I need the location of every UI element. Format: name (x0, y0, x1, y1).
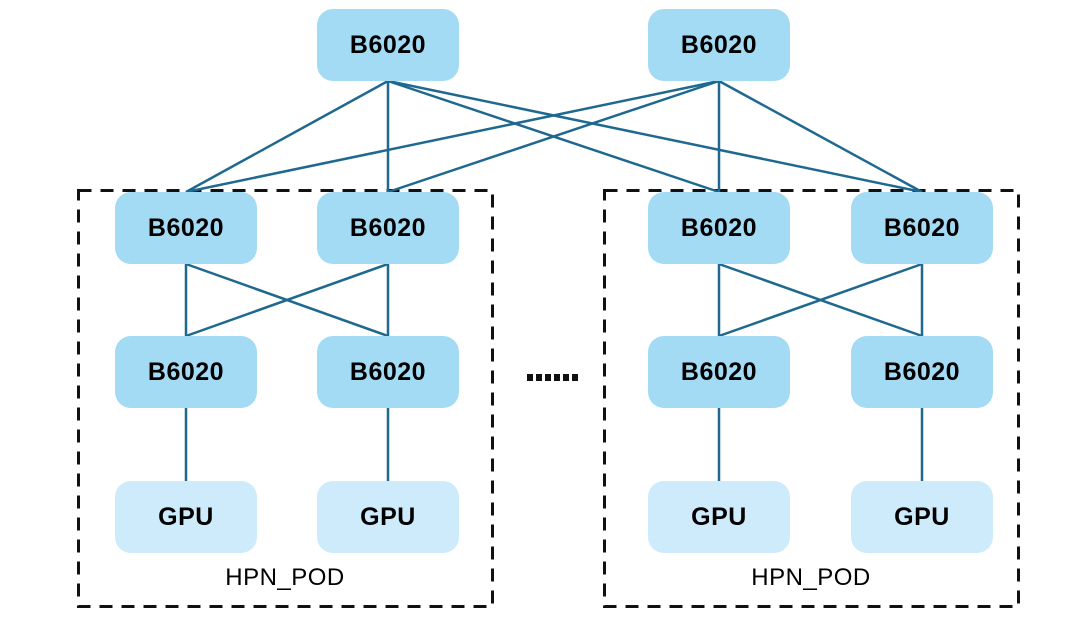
pod1-gpu-1-label: GPU (158, 502, 214, 531)
pod2-leaf-2-label: B6020 (883, 357, 961, 386)
pod1-leaf-2: B6020 (317, 336, 459, 408)
pod2-leaf-1-label: B6020 (680, 357, 758, 386)
core-switch-1: B6020 (317, 9, 459, 81)
link-core1-pod1-sw1 (185, 79, 389, 194)
pod2-leaf-1: B6020 (648, 336, 790, 408)
core-switch-2: B6020 (648, 9, 790, 81)
link-core2-pod1-sw1 (185, 79, 720, 194)
pod2-leaf-2: B6020 (851, 336, 993, 408)
pod2-switch-1-label: B6020 (680, 213, 758, 242)
pod1-gpu-2: GPU (317, 481, 459, 553)
core-switch-2-label: B6020 (680, 30, 758, 59)
pod1-leaf-1: B6020 (115, 336, 257, 408)
link-core2-pod1-sw2 (387, 79, 720, 194)
pod1-switch-1: B6020 (115, 192, 257, 264)
pod1-leaf-1-label: B6020 (147, 357, 225, 386)
pod1-switch-1-label: B6020 (147, 213, 225, 242)
pod2-gpu-2: GPU (851, 481, 993, 553)
pod2-gpu-1-label: GPU (691, 502, 747, 531)
pod2-switch-2: B6020 (851, 192, 993, 264)
pod1-switch-2: B6020 (317, 192, 459, 264)
link-core2-pod2-sw2 (718, 79, 923, 194)
link-pod2-sw2-leaf1 (718, 262, 923, 338)
pod-1-name-label: HPN_POD (225, 564, 345, 591)
pod1-switch-2-label: B6020 (349, 213, 427, 242)
pods-ellipsis (527, 374, 578, 381)
pod1-gpu-2-label: GPU (360, 502, 416, 531)
pod1-leaf-2-label: B6020 (349, 357, 427, 386)
pod2-gpu-1: GPU (648, 481, 790, 553)
pod-1-border (77, 189, 494, 608)
link-pod1-sw2-leaf1 (185, 262, 389, 338)
pod-2-name-label: HPN_POD (751, 564, 871, 591)
link-core1-pod2-sw2 (387, 79, 923, 194)
pod2-switch-1: B6020 (648, 192, 790, 264)
pod2-switch-2-label: B6020 (883, 213, 961, 242)
pod-2-border (603, 189, 1020, 608)
core-switch-1-label: B6020 (349, 30, 427, 59)
pod1-gpu-1: GPU (115, 481, 257, 553)
pod2-gpu-2-label: GPU (894, 502, 950, 531)
